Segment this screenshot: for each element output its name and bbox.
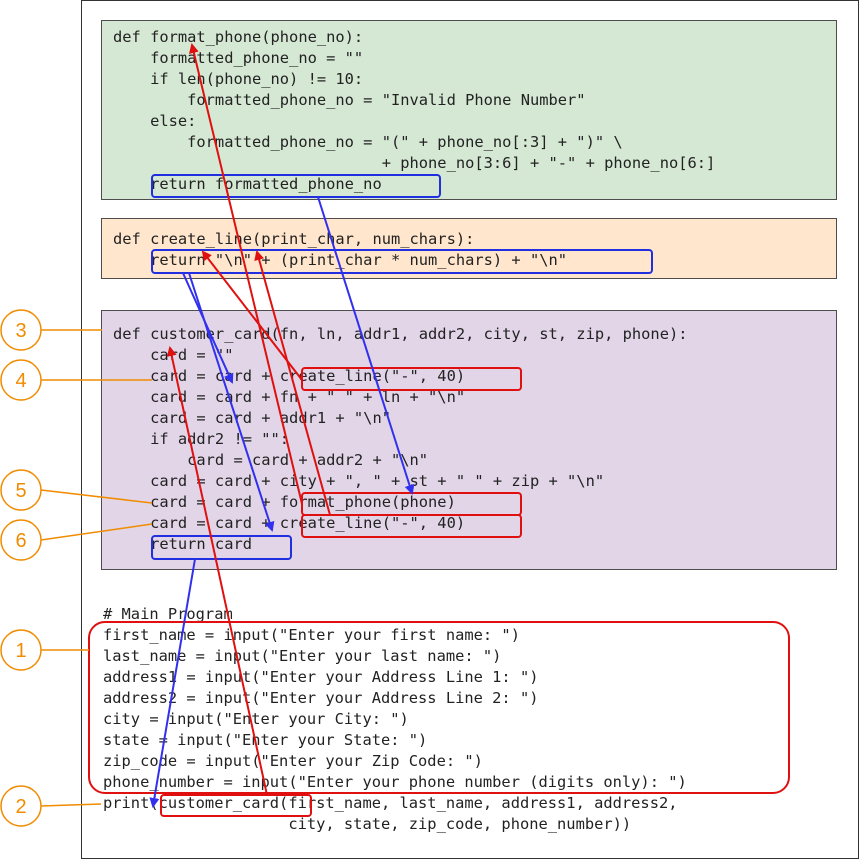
callout-1: 1	[0, 629, 89, 671]
main-input-group-box	[88, 621, 790, 794]
call-arrow-create-line-first	[201, 250, 303, 381]
callout-2-label: 2	[15, 796, 26, 818]
format-phone-block	[101, 20, 837, 200]
return-arrow-create-line-second	[188, 272, 275, 532]
callout-3-label: 3	[15, 320, 26, 342]
call-format-phone-box	[301, 492, 522, 516]
format-phone-code: def format_phone(phone_no): formatted_ph…	[113, 28, 716, 193]
callout-2: 2	[0, 785, 102, 827]
customer-card-block	[101, 310, 837, 570]
return-arrow-formatted-phone	[317, 196, 415, 495]
call-arrow-create-line-second	[254, 250, 331, 516]
return-card-box	[151, 535, 292, 560]
return-create-line-box	[151, 249, 653, 274]
callout-3: 3	[0, 309, 102, 351]
create-line-code: def create_line(print_char, num_chars): …	[113, 230, 568, 269]
call-create-line-first-box	[301, 367, 522, 391]
callout-4-label: 4	[15, 370, 26, 392]
call-create-line-second-box	[301, 514, 522, 538]
create-line-block	[101, 218, 837, 279]
return-arrow-card	[149, 558, 196, 808]
callout-1-label: 1	[15, 640, 26, 662]
callout-5: 5	[0, 469, 153, 511]
callout-6-label: 6	[15, 530, 26, 552]
callout-4: 4	[0, 359, 152, 401]
callout-5-label: 5	[15, 480, 26, 502]
call-arrow-format-phone	[189, 43, 303, 505]
return-formatted-phone-box	[151, 174, 441, 198]
call-arrow-customer-card	[166, 346, 268, 796]
call-customer-card-box	[160, 794, 312, 817]
callout-6: 6	[0, 519, 153, 561]
